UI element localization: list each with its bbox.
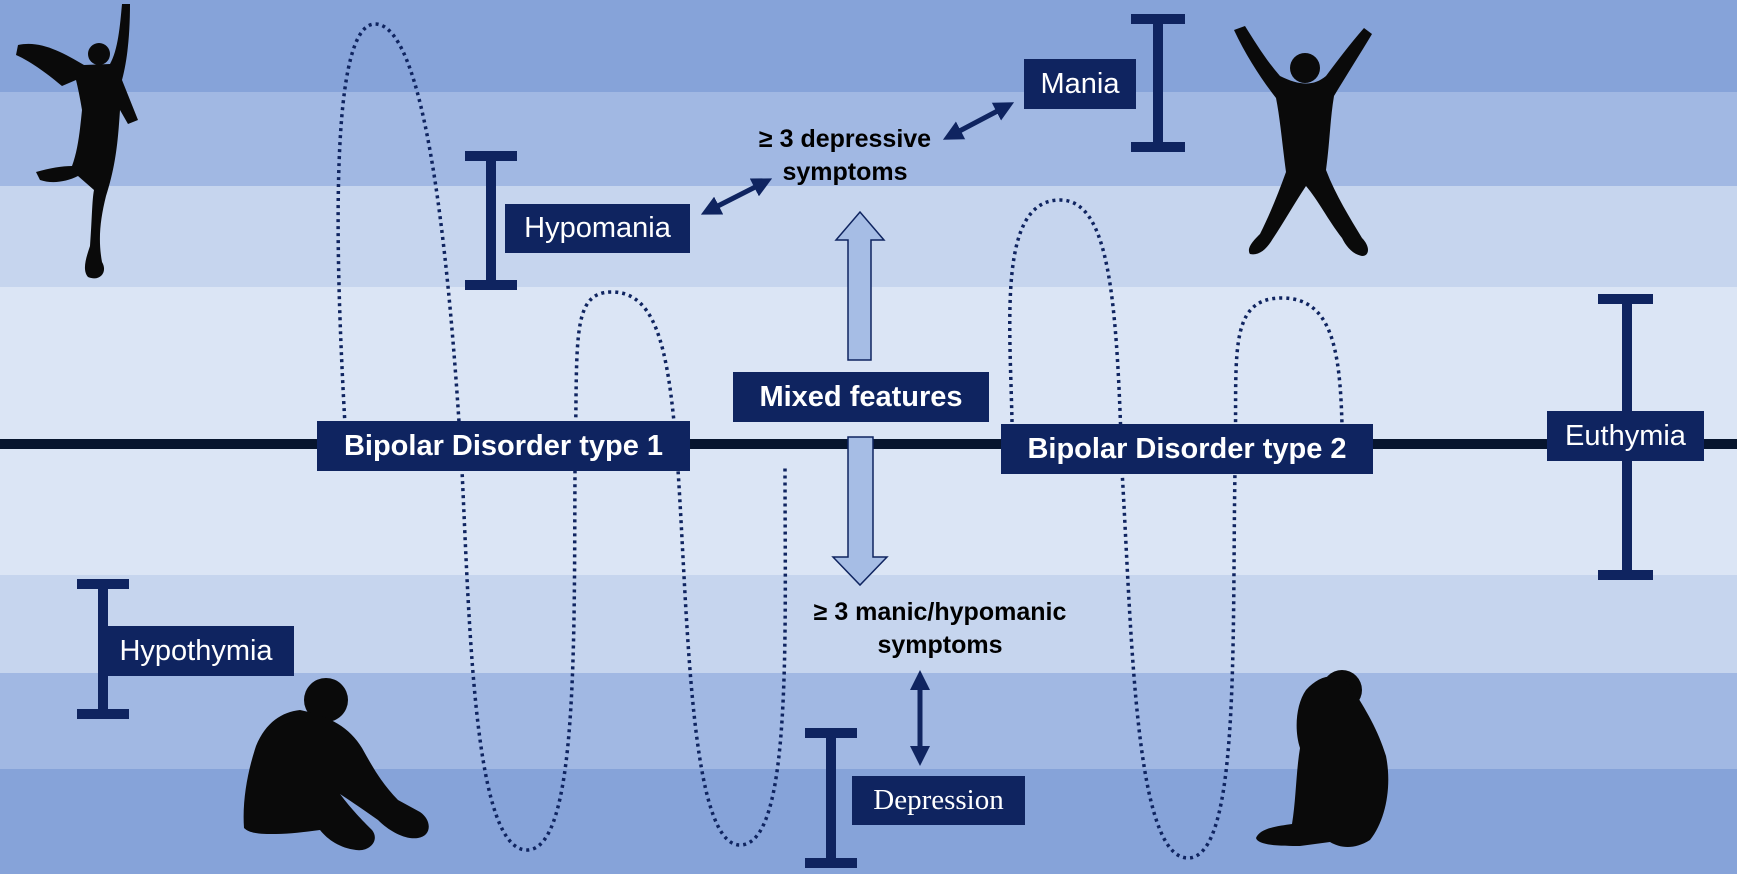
mania-label: Mania	[1024, 59, 1136, 109]
hypomania-range-bar	[465, 151, 517, 290]
sitting-sad-woman-icon	[1256, 670, 1389, 847]
bipolar-1-mood-curve	[336, 22, 788, 852]
manic-note-line-2: symptoms	[877, 631, 1003, 659]
manic-note-line-1: ≥ 3 manic/hypomanic	[813, 598, 1067, 626]
bipolar-2-mood-curve	[1008, 198, 1344, 860]
jumping-woman-icon	[16, 4, 138, 279]
depression-label: Depression	[852, 776, 1025, 825]
depressive-note-line-1: ≥ 3 depressive	[758, 125, 932, 153]
band-hypomania-upper	[0, 92, 1737, 186]
euthymia-label: Euthymia	[1547, 411, 1704, 461]
celebrating-man-icon	[1234, 26, 1372, 256]
bipolar-1-label: Bipolar Disorder type 1	[317, 421, 690, 471]
bipolar-2-label: Bipolar Disorder type 2	[1001, 424, 1373, 474]
hypothymia-label: Hypothymia	[98, 626, 294, 676]
mixed-up-arrow	[834, 210, 886, 361]
mixed-features-label: Mixed features	[733, 372, 989, 422]
manic-symptoms-note: ≥ 3 manic/hypomanic symptoms	[780, 596, 1100, 662]
band-mania	[0, 0, 1737, 92]
hypomania-depressive-arrow	[700, 178, 773, 215]
mixed-down-arrow	[831, 436, 889, 587]
depression-range-bar	[805, 728, 857, 868]
hypomania-label: Hypomania	[505, 204, 690, 253]
sitting-sad-man-icon	[243, 678, 429, 851]
depressive-note-line-2: symptoms	[782, 158, 908, 186]
mania-range-bar	[1131, 14, 1185, 152]
depressive-symptoms-note: ≥ 3 depressive symptoms	[710, 123, 980, 189]
mania-depressive-arrow	[942, 102, 1015, 140]
